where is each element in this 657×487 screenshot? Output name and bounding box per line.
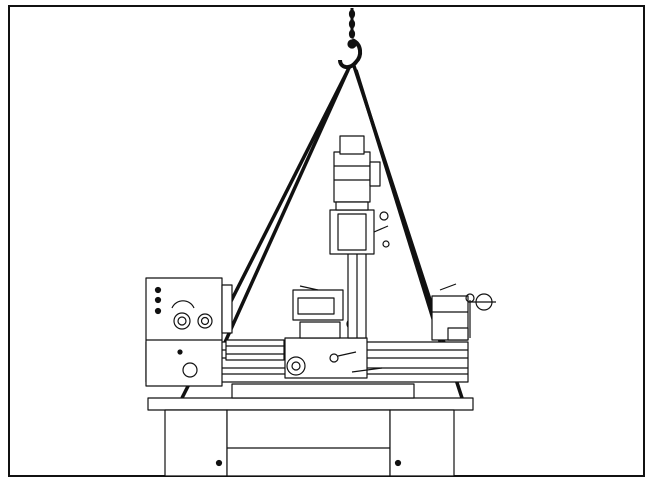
milling-motor (333, 135, 381, 211)
lathe-tailstock (431, 283, 496, 341)
lathe-chuck (225, 339, 285, 361)
lathe-stand (147, 383, 474, 477)
milling-column (329, 209, 390, 339)
crane-hook-icon (338, 38, 363, 69)
crane-chain (348, 8, 356, 39)
lathe-carriage (284, 285, 383, 379)
lathe-headstock (145, 277, 233, 387)
